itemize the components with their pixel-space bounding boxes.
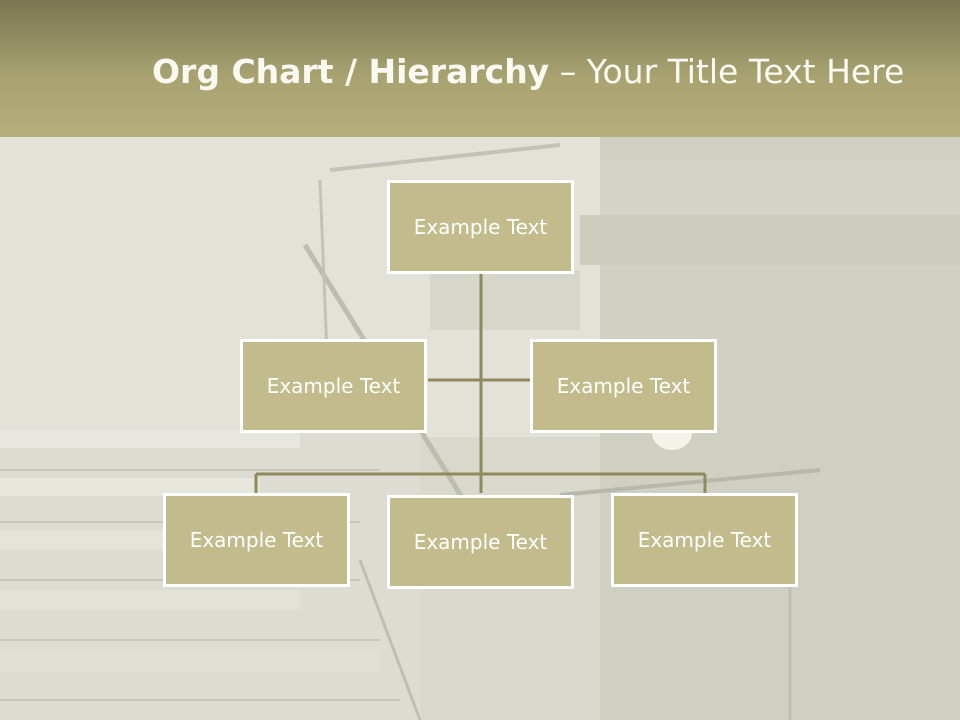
org-node-child-3[interactable]: Example Text	[611, 493, 798, 587]
org-node-child-1[interactable]: Example Text	[163, 493, 350, 587]
title-bar	[0, 0, 960, 137]
slide-title: Org Chart / Hierarchy – Your Title Text …	[152, 52, 904, 91]
org-node-label: Example Text	[556, 374, 691, 398]
org-node-label: Example Text	[413, 530, 548, 554]
org-node-child-2[interactable]: Example Text	[387, 495, 574, 589]
org-node-label: Example Text	[413, 215, 548, 239]
org-node-root[interactable]: Example Text	[387, 180, 574, 274]
org-node-label: Example Text	[637, 528, 772, 552]
org-node-label: Example Text	[266, 374, 401, 398]
slide-title-bold: Org Chart / Hierarchy	[152, 52, 550, 91]
org-node-assistant-right[interactable]: Example Text	[530, 339, 717, 433]
slide-title-dash: –	[549, 52, 587, 91]
slide-title-rest: Your Title Text Here	[586, 52, 905, 91]
org-node-assistant-left[interactable]: Example Text	[240, 339, 427, 433]
org-node-label: Example Text	[189, 528, 324, 552]
